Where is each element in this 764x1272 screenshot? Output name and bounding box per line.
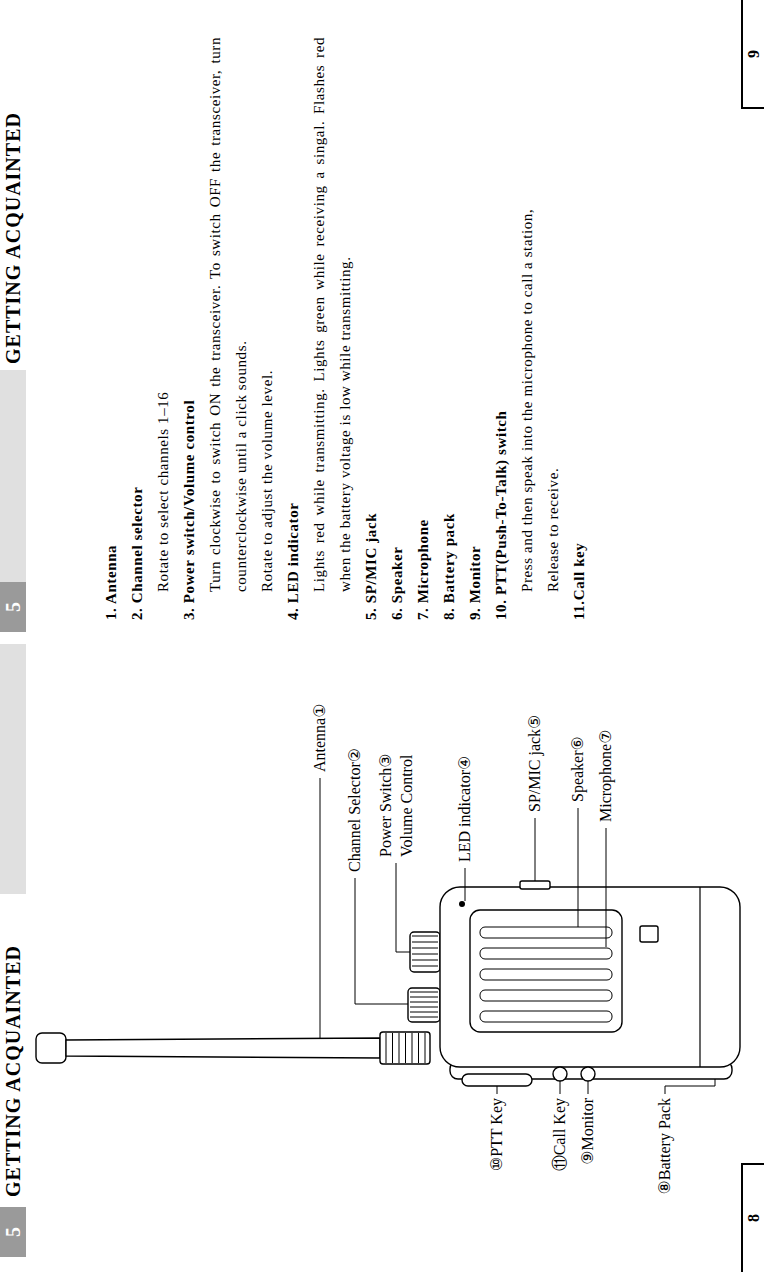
led xyxy=(459,901,465,907)
grill-slot xyxy=(480,927,612,938)
leader-line xyxy=(665,1079,715,1094)
speaker-grill xyxy=(470,910,622,1032)
item-heading: 3. Power switch/Volume control xyxy=(176,37,202,620)
callout-label: ⑪Call Key xyxy=(550,1098,570,1171)
antenna-rib xyxy=(392,1033,393,1063)
antenna-shaft xyxy=(66,1038,380,1058)
sp-mic-jack xyxy=(520,881,550,889)
grill-slot xyxy=(480,969,612,980)
header-band xyxy=(0,644,26,894)
grill-slot xyxy=(480,990,612,1001)
item-heading: 7. Microphone xyxy=(410,37,436,620)
item-heading: 10. PTT(Push-To-Talk) switch xyxy=(488,37,514,620)
knob-knurl xyxy=(410,1002,438,1003)
item-heading: 9. Monitor xyxy=(462,37,488,620)
antenna-rib xyxy=(399,1033,400,1063)
antenna-base xyxy=(380,1032,430,1064)
item-description: Turn clockwise to switch ON the transcei… xyxy=(202,37,254,592)
chapter-number: 5 xyxy=(0,582,26,632)
call-key xyxy=(553,1067,567,1081)
chapter-box xyxy=(0,582,26,632)
item-heading: 1. Antenna xyxy=(98,37,124,620)
antenna-rib xyxy=(405,1033,406,1063)
leader-line xyxy=(560,1081,561,1094)
chapter-number: 5 xyxy=(0,1207,26,1257)
knob-knurl xyxy=(410,1017,438,1018)
item-heading: 4. LED indicator xyxy=(280,37,306,620)
leader-line xyxy=(396,863,410,952)
header-band xyxy=(0,370,26,582)
knob-knurl xyxy=(412,960,438,961)
callout-label: Volume Control xyxy=(397,755,417,857)
page-number: 8 xyxy=(744,1193,764,1243)
leader-line xyxy=(320,778,321,1038)
item-description: Rotate to select channels 1–16 xyxy=(150,37,176,592)
radio-body xyxy=(440,887,740,1067)
antenna-rib xyxy=(418,1033,419,1063)
antenna-rib xyxy=(412,1033,413,1063)
leader-line xyxy=(578,808,579,927)
leader-line xyxy=(588,1081,589,1094)
page-number-frame xyxy=(742,1164,764,1272)
callout-label: ⑨Monitor xyxy=(578,1098,598,1165)
antenna-rib xyxy=(386,1033,387,1063)
leader-line xyxy=(497,1086,498,1094)
page-number: 9 xyxy=(744,29,764,79)
grill-slot xyxy=(480,948,612,959)
leader-line xyxy=(606,828,607,947)
leader-line xyxy=(355,878,408,1004)
callout-label: Speaker⑥ xyxy=(568,736,588,802)
ptt-key xyxy=(462,1074,532,1086)
item-description: Release to receive. xyxy=(540,37,566,592)
item-heading: 6. Speaker xyxy=(384,37,410,620)
knob-knurl xyxy=(412,936,438,937)
callout-label: LED indicator④ xyxy=(455,756,475,862)
knob-knurl xyxy=(412,954,438,955)
item-heading: 11.Call key xyxy=(566,37,592,620)
chapter-box xyxy=(0,1207,26,1257)
callout-label: ⑧Battery Pack xyxy=(655,1098,675,1195)
parts-list: 1. Antenna2. Channel selectorRotate to s… xyxy=(98,37,592,620)
page-heading: GETTING ACQUAINTED xyxy=(0,945,26,1197)
page-number-frame xyxy=(742,0,764,108)
callout-label: Channel Selector② xyxy=(345,748,365,872)
leader-line xyxy=(535,818,536,881)
battery-seam xyxy=(699,887,700,1067)
knob-knurl xyxy=(410,1007,438,1008)
monitor-key xyxy=(581,1067,595,1081)
item-heading: 8. Battery pack xyxy=(436,37,462,620)
front-button xyxy=(640,926,658,942)
item-heading: 2. Channel selector xyxy=(124,37,150,620)
volume-knob xyxy=(410,932,440,972)
grill-slot xyxy=(480,1011,612,1022)
knob-knurl xyxy=(410,997,438,998)
callout-label: Power Switch③ xyxy=(376,753,396,857)
channel-knob xyxy=(408,988,440,1022)
knob-knurl xyxy=(410,992,438,993)
knob-knurl xyxy=(412,948,438,949)
item-description: Lights red while transmitting. Lights gr… xyxy=(306,37,358,592)
knob-knurl xyxy=(412,966,438,967)
knob-knurl xyxy=(410,1012,438,1013)
leader-line xyxy=(465,868,466,901)
antenna-rib xyxy=(425,1033,426,1063)
knob-knurl xyxy=(412,942,438,943)
item-heading: 5. SP/MIC jack xyxy=(358,37,384,620)
callout-label: Antenna① xyxy=(310,703,330,772)
item-description: Press and then speak into the microphone… xyxy=(514,37,540,592)
callout-label: Microphone⑦ xyxy=(596,729,616,822)
item-description: Rotate to adjust the volume level. xyxy=(254,37,280,592)
callout-label: ⑩PTT Key xyxy=(487,1098,507,1171)
page-heading: GETTING ACQUAINTED xyxy=(0,112,26,364)
antenna-cap xyxy=(36,1033,66,1063)
callout-label: SP/MIC jack⑤ xyxy=(525,715,545,812)
